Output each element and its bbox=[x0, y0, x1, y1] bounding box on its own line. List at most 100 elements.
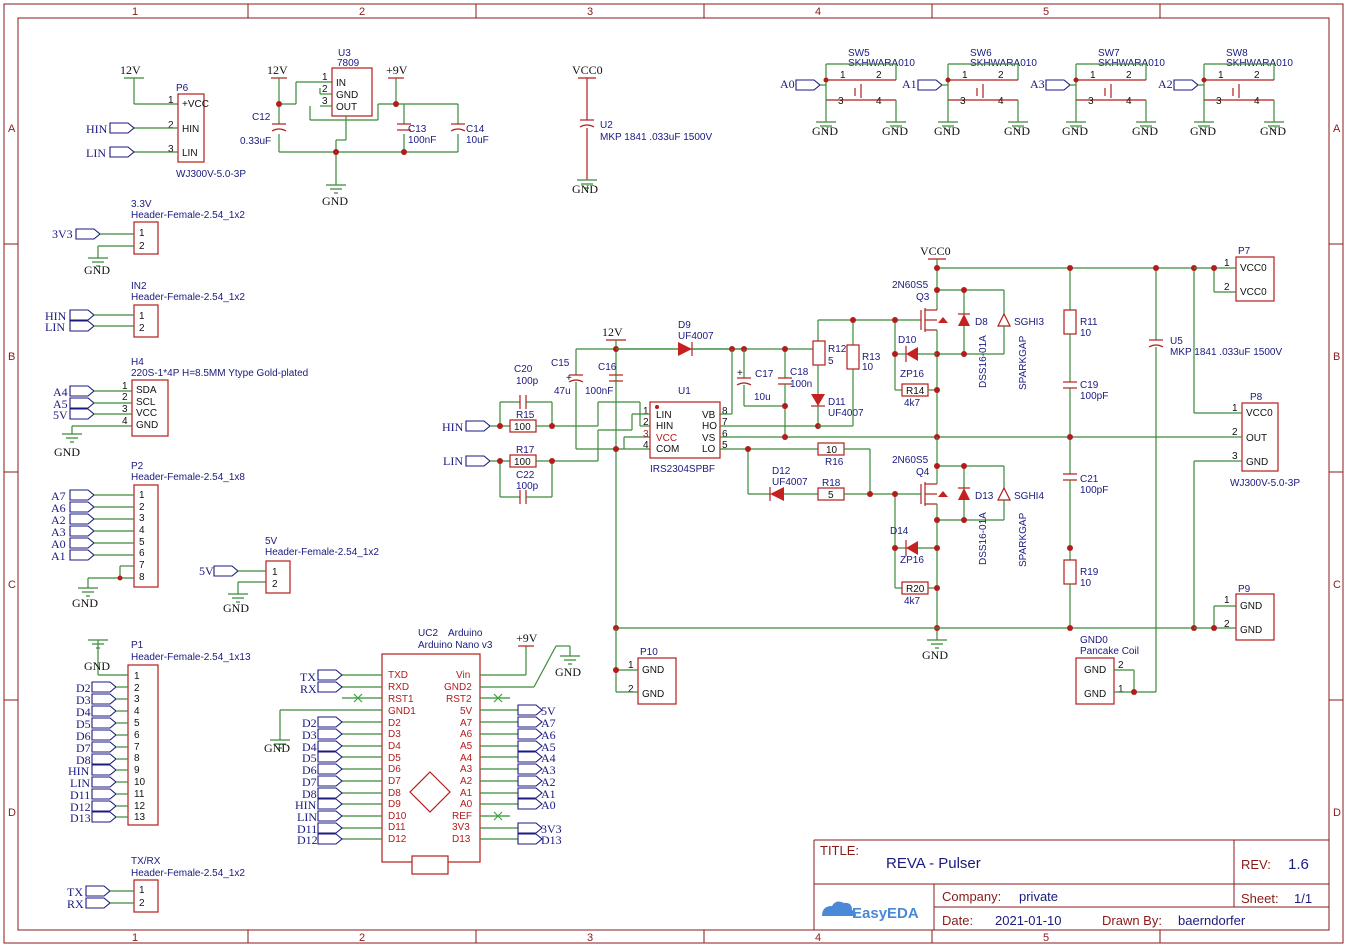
svg-text:100: 100 bbox=[514, 422, 531, 433]
svg-text:5V: 5V bbox=[53, 408, 68, 422]
svg-text:GND: GND bbox=[1084, 665, 1106, 676]
svg-text:47u: 47u bbox=[554, 386, 571, 397]
svg-text:7: 7 bbox=[722, 417, 728, 428]
svg-text:UF4007: UF4007 bbox=[772, 477, 808, 488]
svg-text:R18: R18 bbox=[822, 478, 841, 489]
svg-text:1: 1 bbox=[840, 70, 846, 81]
svg-text:2: 2 bbox=[272, 579, 278, 590]
connector-p8: P8 VCC0 OUT GND 123 WJ300V-5.0-3P bbox=[1230, 392, 1300, 489]
svg-text:A2: A2 bbox=[460, 776, 473, 787]
svg-text:2: 2 bbox=[139, 323, 145, 334]
svg-text:VCC0: VCC0 bbox=[572, 63, 603, 77]
svg-text:D5: D5 bbox=[302, 751, 317, 765]
svg-text:RX: RX bbox=[300, 682, 317, 696]
svg-text:2: 2 bbox=[1224, 619, 1230, 630]
svg-text:D6: D6 bbox=[76, 729, 91, 743]
svg-text:1: 1 bbox=[1218, 70, 1224, 81]
svg-text:IRS2304SPBF: IRS2304SPBF bbox=[650, 464, 715, 475]
svg-text:D8: D8 bbox=[302, 787, 317, 801]
svg-text:D9: D9 bbox=[388, 799, 401, 810]
svg-text:1: 1 bbox=[1090, 70, 1096, 81]
svg-text:100p: 100p bbox=[516, 376, 539, 387]
sheet-label: Sheet: bbox=[1241, 891, 1279, 906]
svg-text:GND: GND bbox=[84, 659, 110, 673]
svg-text:ZP16: ZP16 bbox=[900, 555, 924, 566]
svg-text:2: 2 bbox=[1254, 70, 1260, 81]
p1-net-flags bbox=[91, 681, 117, 823]
svg-text:R20: R20 bbox=[906, 584, 925, 595]
col-label-bot-2: 2 bbox=[359, 932, 365, 944]
svg-text:2: 2 bbox=[122, 392, 128, 403]
header-h4: H4 220S-1*4P H=8.5MM Ytype Gold-plated S… bbox=[53, 357, 308, 459]
svg-text:D11: D11 bbox=[828, 397, 846, 408]
svg-text:D2: D2 bbox=[302, 716, 317, 730]
svg-text:GND: GND bbox=[223, 601, 249, 615]
svg-text:+: + bbox=[737, 368, 743, 379]
svg-text:VCC0: VCC0 bbox=[1240, 263, 1267, 274]
svg-text:4: 4 bbox=[643, 440, 649, 451]
svg-text:10: 10 bbox=[1080, 578, 1092, 589]
svg-text:IN: IN bbox=[336, 78, 346, 89]
svg-text:11: 11 bbox=[134, 789, 145, 800]
svg-text:HIN: HIN bbox=[68, 764, 90, 778]
svg-text:9: 9 bbox=[134, 765, 140, 776]
svg-text:D5: D5 bbox=[388, 753, 401, 764]
svg-text:VCC0: VCC0 bbox=[1246, 408, 1273, 419]
svg-text:MKP 1841 .033uF 1500V: MKP 1841 .033uF 1500V bbox=[600, 132, 712, 143]
row-label-right-a: A bbox=[1333, 123, 1341, 135]
svg-text:D11: D11 bbox=[297, 822, 317, 836]
svg-text:GND: GND bbox=[54, 445, 80, 459]
svg-text:SW7: SW7 bbox=[1098, 48, 1120, 59]
svg-text:D4: D4 bbox=[76, 705, 91, 719]
company-label: Company: bbox=[942, 889, 1001, 904]
svg-text:4k7: 4k7 bbox=[904, 596, 921, 607]
svg-text:VB: VB bbox=[702, 410, 716, 421]
svg-text:1: 1 bbox=[272, 567, 278, 578]
svg-text:D4: D4 bbox=[388, 741, 401, 752]
svg-text:2: 2 bbox=[168, 120, 174, 131]
svg-text:D2: D2 bbox=[388, 718, 401, 729]
svg-text:100p: 100p bbox=[516, 481, 539, 492]
svg-text:A3: A3 bbox=[1030, 77, 1045, 91]
svg-text:Header-Female-2.54_1x2: Header-Female-2.54_1x2 bbox=[131, 292, 245, 303]
svg-text:A2: A2 bbox=[541, 775, 556, 789]
svg-text:2: 2 bbox=[1224, 282, 1230, 293]
svg-text:ZP16: ZP16 bbox=[900, 369, 924, 380]
svg-text:R17: R17 bbox=[516, 445, 535, 456]
svg-text:A1: A1 bbox=[460, 788, 473, 799]
svg-text:TXD: TXD bbox=[388, 670, 408, 681]
svg-text:3: 3 bbox=[1088, 96, 1094, 107]
header-3v3: 3.3V Header-Female-2.54_1x2 12 3V3 GND bbox=[52, 199, 245, 277]
svg-text:7: 7 bbox=[139, 560, 145, 571]
svg-text:D9: D9 bbox=[678, 320, 691, 331]
svg-text:A5: A5 bbox=[541, 740, 556, 754]
svg-text:HO: HO bbox=[702, 421, 717, 432]
svg-text:Q4: Q4 bbox=[916, 467, 930, 478]
svg-text:5: 5 bbox=[828, 356, 834, 367]
svg-text:U5: U5 bbox=[1170, 336, 1183, 347]
header-p1: P1 Header-Female-2.54_1x13 GND 123 456 7… bbox=[68, 639, 251, 826]
svg-text:MKP 1841 .033uF 1500V: MKP 1841 .033uF 1500V bbox=[1170, 347, 1282, 358]
svg-text:A6: A6 bbox=[51, 501, 66, 515]
svg-text:2: 2 bbox=[998, 70, 1004, 81]
svg-text:D12: D12 bbox=[388, 834, 407, 845]
svg-text:VCC0: VCC0 bbox=[1240, 287, 1267, 298]
svg-text:1: 1 bbox=[139, 490, 145, 501]
svg-text:OUT: OUT bbox=[336, 102, 357, 113]
svg-text:D8: D8 bbox=[76, 753, 91, 767]
svg-text:GND: GND bbox=[336, 90, 358, 101]
svg-text:GND2: GND2 bbox=[444, 682, 472, 693]
svg-text:C14: C14 bbox=[466, 124, 485, 135]
svg-text:GND: GND bbox=[934, 124, 960, 138]
svg-text:1: 1 bbox=[168, 95, 174, 106]
svg-text:P7: P7 bbox=[1238, 246, 1251, 257]
row-label-left-b: B bbox=[8, 351, 15, 363]
svg-text:3: 3 bbox=[134, 694, 140, 705]
svg-text:12: 12 bbox=[134, 801, 146, 812]
svg-text:Header-Female-2.54_1x2: Header-Female-2.54_1x2 bbox=[131, 868, 245, 879]
svg-text:R15: R15 bbox=[516, 410, 535, 421]
svg-text:C17: C17 bbox=[755, 369, 774, 380]
svg-text:12V: 12V bbox=[267, 63, 288, 77]
